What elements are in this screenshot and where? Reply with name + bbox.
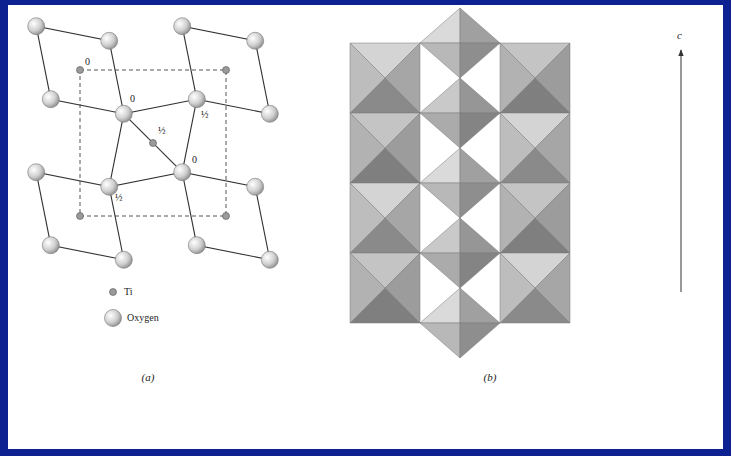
octahedron-outline	[182, 26, 270, 114]
height-label: ½	[158, 126, 166, 136]
oxygen-symbol	[105, 310, 122, 327]
bond-line	[124, 114, 182, 172]
titanium-atom	[77, 213, 84, 220]
legend-symbols	[105, 289, 122, 327]
oxygen-atom	[261, 251, 278, 268]
height-label: 0	[192, 155, 197, 165]
octahedron-face	[460, 43, 500, 78]
titanium-atom	[150, 140, 157, 147]
oxygen-atom	[28, 164, 45, 181]
octahedron-face	[420, 113, 460, 148]
oxygen-atom	[188, 91, 205, 108]
axis-arrow	[681, 50, 682, 292]
titanium-atom	[77, 67, 84, 74]
oxygen-atom	[42, 237, 59, 254]
oxygen-atom	[247, 32, 264, 49]
octahedron-face	[420, 8, 460, 43]
unit-cell-projection	[28, 18, 279, 269]
octahedron-face	[460, 218, 500, 253]
octahedron-face	[350, 183, 385, 253]
oxygen-atom	[174, 18, 191, 35]
oxygen-atom	[101, 32, 118, 49]
height-label: 0	[130, 94, 135, 104]
titanium-atom	[223, 67, 230, 74]
oxygen-atom	[42, 91, 59, 108]
octahedron-outline	[36, 172, 124, 260]
octahedron-face	[500, 253, 535, 323]
octahedron-outline	[109, 99, 197, 187]
octahedron-face	[420, 148, 460, 183]
c-axis-arrow	[681, 50, 682, 292]
octahedron-face	[420, 253, 460, 288]
octahedron-face	[460, 148, 500, 183]
panel-label: (a)	[142, 372, 155, 383]
panel-label: (b)	[484, 372, 497, 383]
octahedron-face	[420, 288, 460, 323]
octahedra-chains	[350, 8, 570, 358]
oxygen-atom	[115, 251, 132, 268]
oxygen-atom	[115, 105, 132, 122]
octahedron-face	[460, 323, 500, 358]
octahedron-face	[460, 183, 500, 218]
oxygen-atom	[174, 164, 191, 181]
height-label: 0	[85, 57, 90, 67]
unit-cell-outline	[80, 70, 226, 216]
octahedron-face	[460, 253, 500, 288]
octahedron-face	[500, 43, 535, 113]
octahedron-face	[350, 253, 385, 323]
legend-text: Oxygen	[127, 313, 159, 323]
oxygen-atom	[188, 237, 205, 254]
axis-label: c	[677, 30, 682, 41]
oxygen-atom	[28, 18, 45, 35]
titanium-atom	[223, 213, 230, 220]
octahedron-face	[460, 113, 500, 148]
octahedron-face	[500, 183, 535, 253]
oxygen-atom	[247, 178, 264, 195]
octahedron-face	[460, 288, 500, 323]
octahedron-outline	[182, 172, 270, 260]
octahedron-face	[350, 113, 385, 183]
octahedron-face	[500, 113, 535, 183]
titanium-symbol	[110, 289, 117, 296]
octahedron-face	[420, 218, 460, 253]
octahedron-face	[420, 43, 460, 78]
octahedron-outline	[36, 26, 124, 114]
oxygen-atom	[261, 105, 278, 122]
octahedron-face	[420, 183, 460, 218]
octahedron-face	[420, 323, 460, 358]
legend-text: Ti	[124, 287, 133, 297]
height-label: ½	[115, 193, 123, 203]
octahedron-face	[460, 8, 500, 43]
height-label: ½	[201, 110, 209, 120]
octahedron-face	[350, 43, 385, 113]
octahedron-face	[460, 78, 500, 113]
octahedron-face	[420, 78, 460, 113]
